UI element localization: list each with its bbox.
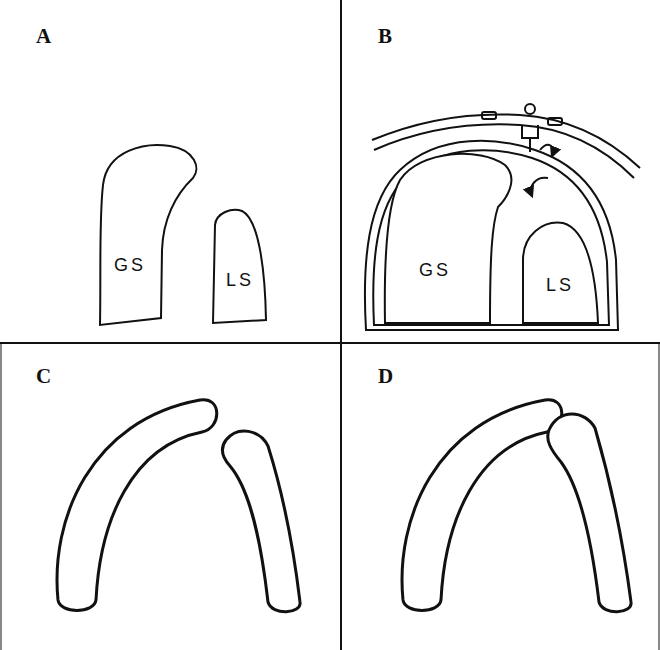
segment-label: GS — [419, 261, 451, 279]
tooth-segment: LS — [518, 205, 603, 330]
tooth-segment: GS — [95, 140, 205, 330]
segment-outline-path — [100, 145, 196, 325]
segment-label: LS — [226, 271, 254, 289]
panel-letter: D — [378, 366, 393, 387]
segment-outline — [518, 205, 603, 330]
arch-segments-apart — [57, 400, 300, 612]
segment-label: LS — [546, 276, 574, 294]
segment-outline-path — [523, 223, 598, 323]
panel-letter: A — [36, 26, 51, 47]
tooth-segment: GS — [380, 145, 530, 330]
segment-outline-path — [385, 154, 512, 323]
segment-label: GS — [114, 256, 146, 274]
segment-outline — [380, 145, 530, 330]
arch-segments-joined — [402, 400, 631, 612]
panel-letter: C — [36, 366, 51, 387]
segment-outline — [210, 205, 270, 330]
appliance — [365, 104, 640, 330]
segment-outline-path — [213, 210, 266, 323]
tooth-segment: LS — [210, 205, 270, 330]
panel-letter: B — [378, 26, 392, 47]
segment-outline — [95, 140, 205, 330]
